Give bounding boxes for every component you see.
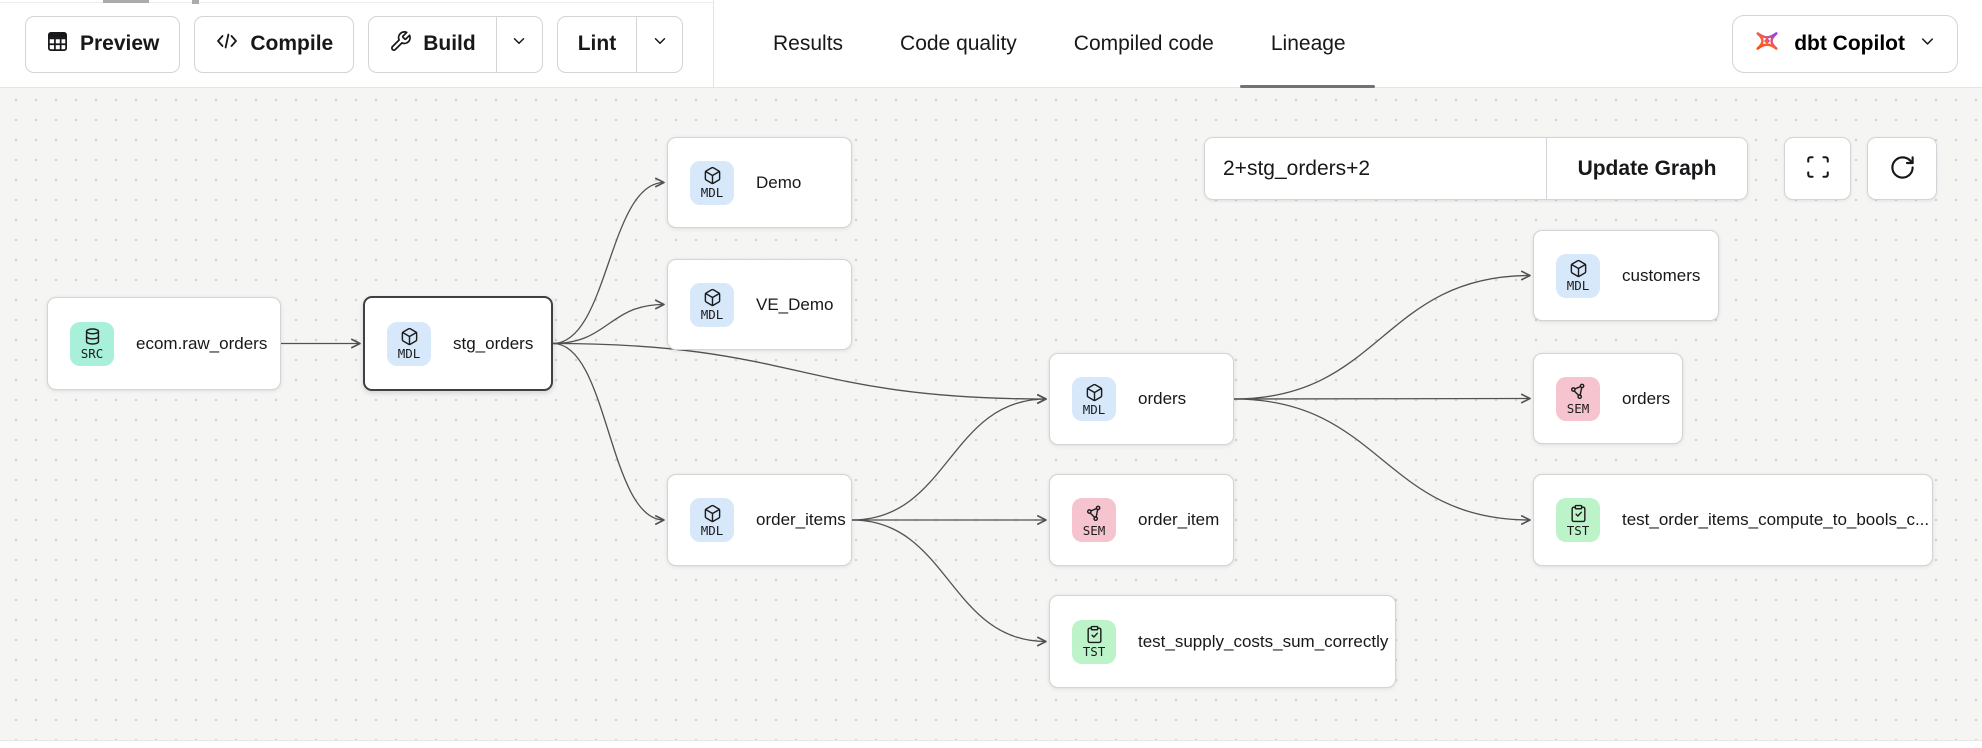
node-label: test_supply_costs_sum_correctly bbox=[1138, 632, 1395, 652]
node-label: test_order_items_compute_to_bools_c... bbox=[1622, 510, 1932, 530]
badge-label: MDL bbox=[1083, 403, 1106, 416]
tab-compiled-code[interactable]: Compiled code bbox=[1074, 0, 1214, 88]
lint-split-button: Lint bbox=[557, 16, 683, 73]
lint-button[interactable]: Lint bbox=[558, 17, 636, 72]
cube-icon bbox=[703, 288, 722, 307]
lineage-selector-group: Update Graph bbox=[1204, 137, 1748, 200]
graph-node-test_order_items[interactable]: TST test_order_items_compute_to_bools_c..… bbox=[1533, 474, 1933, 566]
node-label: customers bbox=[1622, 266, 1710, 286]
tab-code-quality[interactable]: Code quality bbox=[900, 0, 1017, 88]
node-label: VE_Demo bbox=[756, 295, 843, 315]
dbt-copilot-label: dbt Copilot bbox=[1794, 32, 1905, 56]
graph-node-order_items[interactable]: MDL order_items bbox=[667, 474, 852, 566]
lint-button-label: Lint bbox=[578, 32, 616, 56]
toolbar-divider bbox=[713, 0, 714, 88]
header-bar: Preview Compile bbox=[0, 0, 1982, 88]
tab-lineage[interactable]: Lineage bbox=[1271, 0, 1346, 88]
sem-badge: SEM bbox=[1556, 377, 1600, 421]
graph-node-order_item_sem[interactable]: SEM order_item bbox=[1049, 474, 1234, 566]
cube-icon bbox=[400, 327, 419, 346]
mdl-badge: MDL bbox=[1072, 377, 1116, 421]
cube-icon bbox=[703, 504, 722, 523]
mdl-badge: MDL bbox=[690, 498, 734, 542]
toolbar: Preview Compile bbox=[25, 0, 683, 88]
chevron-down-icon bbox=[1918, 32, 1937, 57]
build-dropdown-toggle[interactable] bbox=[496, 17, 542, 72]
badge-label: MDL bbox=[1567, 279, 1590, 292]
graph-node-test_supply_costs[interactable]: TST test_supply_costs_sum_correctly bbox=[1049, 595, 1396, 688]
badge-label: SRC bbox=[81, 347, 104, 360]
graph-node-stg_orders[interactable]: MDL stg_orders bbox=[363, 296, 553, 391]
compile-button-label: Compile bbox=[250, 32, 333, 56]
build-button-label: Build bbox=[423, 32, 476, 56]
badge-label: SEM bbox=[1567, 402, 1590, 415]
semantic-graph-icon bbox=[1085, 504, 1104, 523]
mdl-badge: MDL bbox=[690, 283, 734, 327]
tst-badge: TST bbox=[1556, 498, 1600, 542]
test-clipboard-icon bbox=[1569, 504, 1588, 523]
mdl-badge: MDL bbox=[690, 161, 734, 205]
badge-label: MDL bbox=[701, 524, 724, 537]
badge-label: SEM bbox=[1083, 524, 1106, 537]
graph-node-demo[interactable]: MDL Demo bbox=[667, 137, 852, 228]
wrench-icon bbox=[389, 30, 412, 59]
badge-label: MDL bbox=[701, 186, 724, 199]
sem-badge: SEM bbox=[1072, 498, 1116, 542]
preview-button[interactable]: Preview bbox=[25, 16, 180, 73]
badge-label: MDL bbox=[398, 347, 421, 360]
graph-node-customers[interactable]: MDL customers bbox=[1533, 230, 1719, 321]
dbt-copilot-icon bbox=[1753, 27, 1781, 61]
graph-node-orders_sem[interactable]: SEM orders bbox=[1533, 353, 1683, 444]
node-label: orders bbox=[1622, 389, 1680, 409]
node-label: stg_orders bbox=[453, 334, 543, 354]
graph-node-orders_mdl[interactable]: MDL orders bbox=[1049, 353, 1234, 445]
src-badge: SRC bbox=[70, 322, 114, 366]
node-label: orders bbox=[1138, 389, 1196, 409]
cube-icon bbox=[1085, 383, 1104, 402]
graph-node-ve_demo[interactable]: MDL VE_Demo bbox=[667, 259, 852, 350]
build-button[interactable]: Build bbox=[369, 17, 496, 72]
node-label: Demo bbox=[756, 173, 811, 193]
refresh-icon bbox=[1889, 154, 1916, 184]
fullscreen-icon bbox=[1805, 154, 1831, 183]
compile-button[interactable]: Compile bbox=[194, 16, 354, 73]
graph-node-ecom_raw_orders[interactable]: SRC ecom.raw_orders bbox=[47, 297, 281, 390]
tst-badge: TST bbox=[1072, 620, 1116, 664]
preview-button-label: Preview bbox=[80, 32, 159, 56]
lineage-selector-input[interactable] bbox=[1205, 138, 1546, 199]
badge-label: TST bbox=[1567, 524, 1590, 537]
node-label: order_items bbox=[756, 510, 851, 530]
badge-label: MDL bbox=[701, 308, 724, 321]
build-split-button: Build bbox=[368, 16, 543, 73]
tab-results[interactable]: Results bbox=[773, 0, 843, 88]
database-icon bbox=[83, 327, 102, 346]
node-label: order_item bbox=[1138, 510, 1229, 530]
cube-icon bbox=[1569, 259, 1588, 278]
semantic-graph-icon bbox=[1569, 382, 1588, 401]
badge-label: TST bbox=[1083, 645, 1106, 658]
fullscreen-button[interactable] bbox=[1784, 137, 1851, 200]
test-clipboard-icon bbox=[1085, 625, 1104, 644]
table-icon bbox=[46, 30, 69, 59]
chevron-down-icon bbox=[510, 32, 528, 56]
refresh-button[interactable] bbox=[1867, 137, 1937, 200]
cube-icon bbox=[703, 166, 722, 185]
chevron-down-icon bbox=[651, 32, 669, 56]
dbt-copilot-button[interactable]: dbt Copilot bbox=[1732, 15, 1958, 73]
node-label: ecom.raw_orders bbox=[136, 334, 277, 354]
result-tabs: Results Code quality Compiled code Linea… bbox=[773, 0, 1346, 88]
bottom-strip bbox=[0, 740, 1982, 748]
mdl-badge: MDL bbox=[1556, 254, 1600, 298]
mdl-badge: MDL bbox=[387, 322, 431, 366]
lint-dropdown-toggle[interactable] bbox=[636, 17, 682, 72]
code-icon bbox=[215, 29, 239, 59]
update-graph-button[interactable]: Update Graph bbox=[1546, 138, 1747, 199]
